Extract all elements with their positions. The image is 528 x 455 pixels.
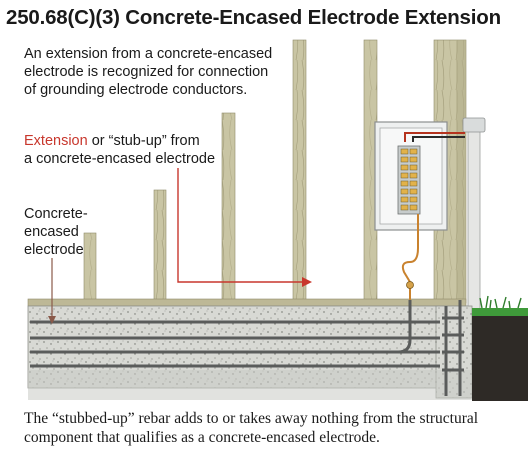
electrode-arrowhead <box>48 316 56 324</box>
page-title: 250.68(C)(3) Concrete-Encased Electrode … <box>6 6 501 29</box>
intro-text: An extension from a concrete-encased ele… <box>24 45 272 99</box>
wall-stud-2 <box>153 189 167 304</box>
electrode-label-line: encased <box>24 224 79 240</box>
electrode-label-line: Concrete- <box>24 206 88 222</box>
wall-stud-4 <box>292 39 307 304</box>
footing-base <box>28 370 480 400</box>
sill-plate <box>27 298 467 307</box>
service-meter-base <box>462 117 486 133</box>
caption-band <box>0 401 528 455</box>
extension-label: Extension or “stub-up” from a concrete-e… <box>24 132 215 168</box>
corner-post-edge <box>456 40 466 303</box>
caption-line: component that qualifies as a concrete-e… <box>24 429 380 446</box>
caption: The “stubbed-up” rebar adds to or takes … <box>24 409 478 447</box>
extension-label-line: a concrete-encased electrode <box>24 151 216 167</box>
extension-arrowhead <box>302 277 312 287</box>
panelboard <box>374 121 465 231</box>
caption-line: The “stubbed-up” rebar adds to or takes … <box>24 410 479 427</box>
electrode-label-line: electrode <box>24 242 84 258</box>
extension-highlight: Extension <box>24 133 88 149</box>
service-conduit <box>467 124 481 311</box>
grass <box>472 308 528 316</box>
extension-label-line: Extension or “stub-up” from <box>24 132 215 150</box>
soil <box>472 312 528 402</box>
electrode-label: Concrete- encased electrode <box>24 205 88 259</box>
wall-stud-3 <box>221 112 236 304</box>
intro-line: An extension from a concrete-encased <box>24 46 273 62</box>
extension-pointer <box>177 168 302 283</box>
intro-line: electrode is recognized for connection <box>24 64 269 80</box>
gec-clamp <box>406 281 414 289</box>
grounding-electrode-conductor <box>401 214 419 300</box>
intro-line: of grounding electrode conductors. <box>24 82 248 98</box>
extension-label-rest: or “stub-up” from <box>87 133 200 149</box>
rebar <box>30 300 464 396</box>
grass-blades <box>479 295 522 309</box>
